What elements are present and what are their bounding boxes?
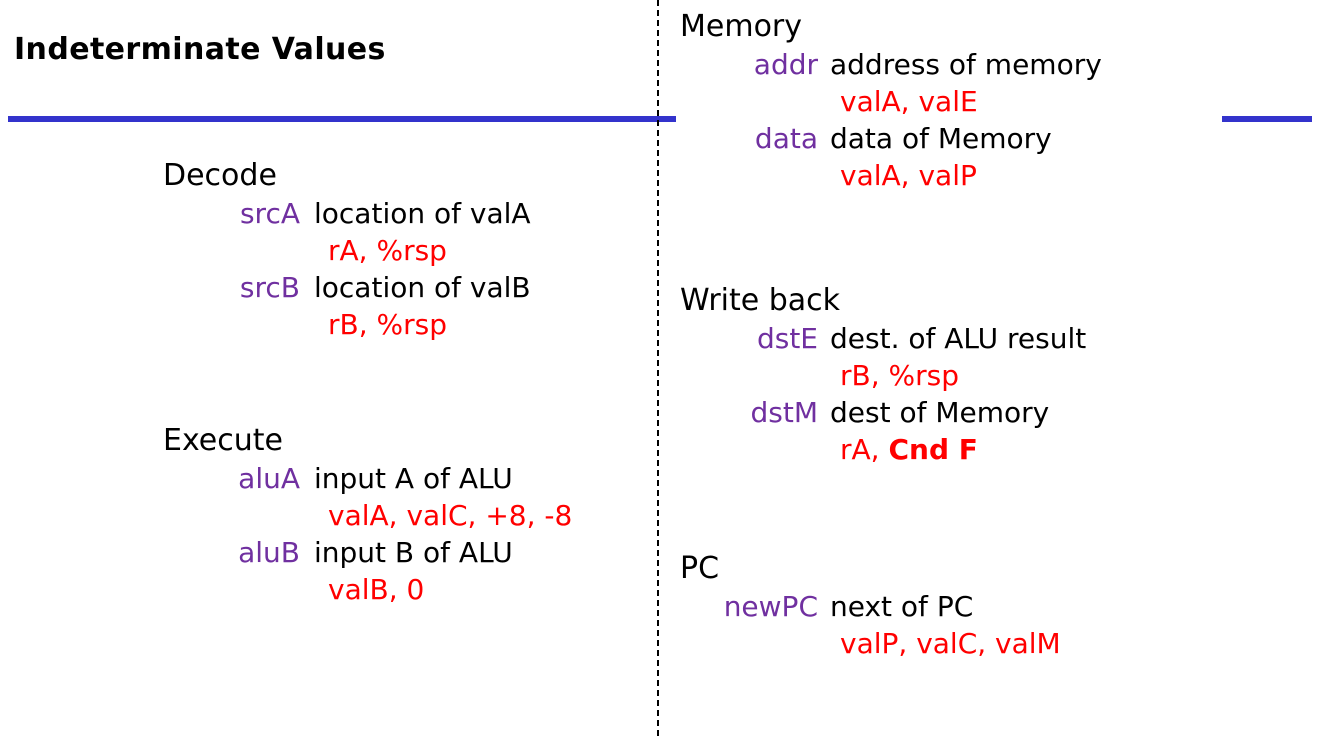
signal-row: addr address of memory valA, valE xyxy=(668,46,1320,120)
signal-header-line: aluA input A of ALU xyxy=(0,460,656,497)
section-memory: Memory addr address of memory valA, valE… xyxy=(668,8,1320,194)
signal-values: valA, valP xyxy=(840,159,977,192)
signal-label: srcB xyxy=(239,271,300,304)
signal-header-line: dstM dest of Memory xyxy=(668,394,1320,431)
signal-values: rA, %rsp xyxy=(328,234,447,267)
signal-description: location of valB xyxy=(314,271,531,304)
signal-description: dest. of ALU result xyxy=(830,322,1087,355)
signal-description: address of memory xyxy=(830,48,1102,81)
title-underline-left xyxy=(8,116,676,122)
signal-values: valP, valC, valM xyxy=(840,627,1061,660)
signal-header-line: aluB input B of ALU xyxy=(0,534,656,571)
column-divider xyxy=(657,0,659,736)
signal-description: location of valA xyxy=(314,197,531,230)
signal-header-line: data data of Memory xyxy=(668,120,1320,157)
signal-header-line: newPC next of PC xyxy=(668,588,1320,625)
signal-description: dest of Memory xyxy=(830,396,1050,429)
title-underline-right xyxy=(1222,116,1312,122)
signal-row: srcB location of valB rB, %rsp xyxy=(0,269,656,343)
signal-description: input B of ALU xyxy=(314,536,513,569)
section-decode: Decode srcA location of valA rA, %rsp sr… xyxy=(0,157,656,343)
section-heading: Execute xyxy=(163,423,283,458)
section-heading: Decode xyxy=(163,158,277,193)
signal-label: aluA xyxy=(238,462,300,495)
section-write-back: Write back dstE dest. of ALU result rB, … xyxy=(668,282,1320,468)
signal-row: dstM dest of Memory rA, Cnd F xyxy=(668,394,1320,468)
signal-row: newPC next of PC valP, valC, valM xyxy=(668,588,1320,662)
section-heading: Write back xyxy=(680,283,841,318)
section-execute: Execute aluA input A of ALU valA, valC, … xyxy=(0,422,656,608)
signal-description: next of PC xyxy=(830,590,974,623)
signal-row: srcA location of valA rA, %rsp xyxy=(0,195,656,269)
signal-label: dstM xyxy=(750,396,819,429)
signal-values: rB, %rsp xyxy=(328,308,447,341)
signal-values: rB, %rsp xyxy=(840,359,959,392)
signal-row: dstE dest. of ALU result rB, %rsp xyxy=(668,320,1320,394)
signal-values: valA, valE xyxy=(840,85,978,118)
signal-values: rA, Cnd F xyxy=(668,431,1320,468)
signal-value-plain: rA, xyxy=(840,433,889,466)
signal-header-line: srcA location of valA xyxy=(0,195,656,232)
signal-value-emphasis: Cnd F xyxy=(888,433,978,466)
signal-header-line: dstE dest. of ALU result xyxy=(668,320,1320,357)
signal-description: data of Memory xyxy=(830,122,1052,155)
signal-label: dstE xyxy=(756,322,818,355)
section-heading: PC xyxy=(680,551,720,586)
section-heading: Memory xyxy=(680,9,803,44)
signal-header-line: addr address of memory xyxy=(668,46,1320,83)
signal-label: newPC xyxy=(723,590,818,623)
page-title: Indeterminate Values xyxy=(14,32,386,67)
signal-row: data data of Memory valA, valP xyxy=(668,120,1320,194)
signal-header-line: srcB location of valB xyxy=(0,269,656,306)
signal-values: valB, 0 xyxy=(328,573,425,606)
signal-label: srcA xyxy=(239,197,300,230)
signal-values: valA, valC, +8, -8 xyxy=(328,499,573,532)
signal-row: aluB input B of ALU valB, 0 xyxy=(0,534,656,608)
section-pc: PC newPC next of PC valP, valC, valM xyxy=(668,550,1320,662)
signal-description: input A of ALU xyxy=(314,462,513,495)
signal-label: data xyxy=(754,122,818,155)
signal-label: addr xyxy=(753,48,818,81)
signal-row: aluA input A of ALU valA, valC, +8, -8 xyxy=(0,460,656,534)
signal-label: aluB xyxy=(238,536,300,569)
